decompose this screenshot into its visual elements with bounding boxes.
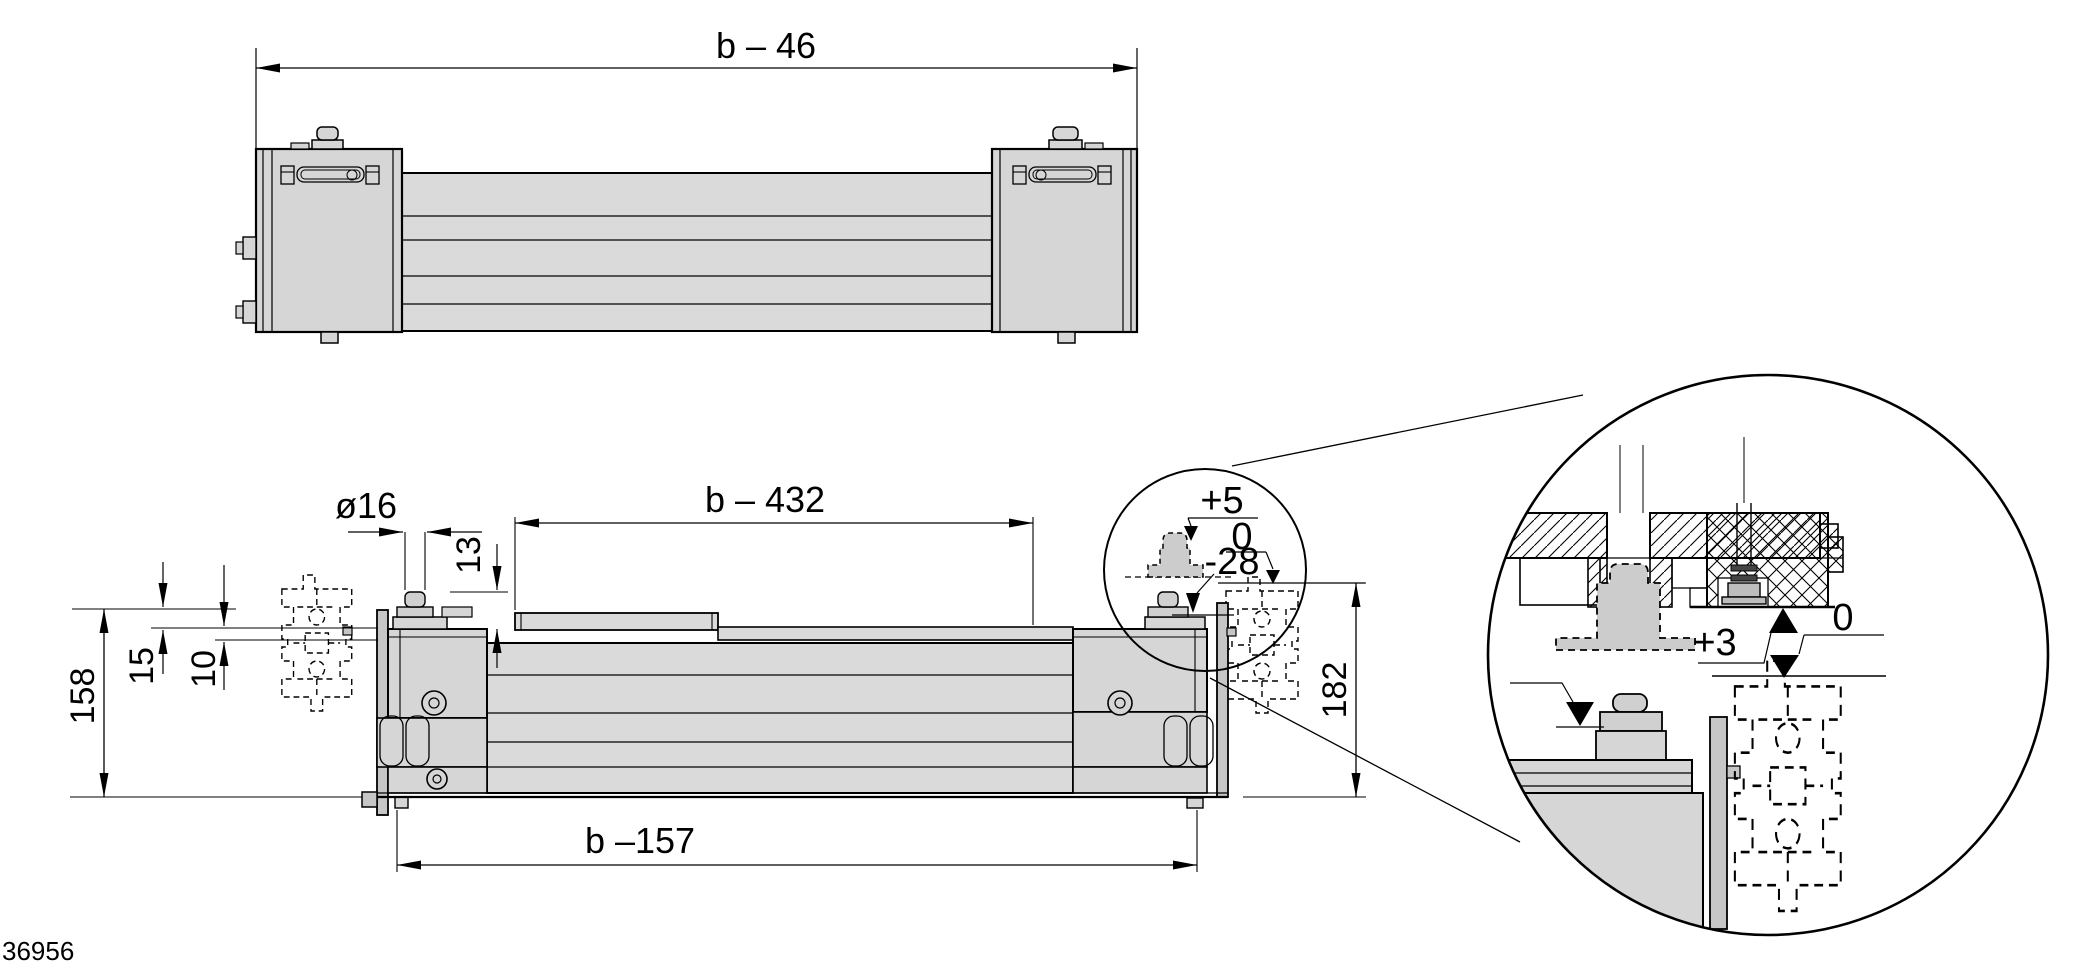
- right-plug-dome-side: [1157, 591, 1179, 608]
- figure-number: 36956: [2, 936, 74, 964]
- dim-plug-diameter: ø16: [335, 485, 482, 590]
- side-view-right-end-block: [1072, 591, 1214, 809]
- dim-base-length: b –157: [396, 810, 1198, 872]
- big-detail-circle: [1486, 373, 2050, 937]
- lower-limit-arrow: [1186, 593, 1200, 613]
- plus3-arrow: [1769, 608, 1798, 633]
- hole-centerlines: [1619, 445, 1644, 513]
- dim-travel-length-label: b – 432: [705, 479, 825, 520]
- left-sensor-slot: [296, 166, 365, 183]
- top-view-profile-body: [401, 172, 993, 332]
- detail-end-plate: [1709, 716, 1741, 930]
- upper-limit-arrow: [1184, 526, 1198, 541]
- detail-zero-annotation: 0: [1770, 597, 1884, 678]
- switch-detail-callout: +5 0 -28: [1103, 394, 1584, 843]
- magnified-detail: +3 0: [1486, 373, 2050, 937]
- detail-small-lower-label: -28: [1205, 541, 1260, 583]
- dim-top-length-label: b – 46: [716, 25, 816, 66]
- dim-offset-10-label: 10: [185, 650, 223, 688]
- side-view-right-end-plate: [1216, 602, 1237, 798]
- dim-plug-diameter-label: ø16: [335, 485, 397, 526]
- dim-mount-height-182: 182: [1220, 582, 1366, 798]
- dim-base-length-label: b –157: [585, 820, 695, 861]
- top-view-left-end-block: [235, 126, 404, 344]
- dim-offset-15-label: 15: [123, 647, 161, 685]
- left-plug-dome-side: [404, 591, 426, 608]
- detail-small-datum-label: 0: [1231, 516, 1252, 558]
- datum-arrow-small: [1266, 570, 1280, 584]
- zero-arrow: [1770, 655, 1799, 678]
- top-view: b – 46: [235, 25, 1139, 344]
- detail-large-offset-label: +3: [1693, 622, 1736, 664]
- dim-offset-15: 15: [72, 562, 378, 685]
- dim-height-158: 158: [64, 609, 362, 798]
- side-view-profile-body: [486, 642, 1074, 794]
- dim-height-158-label: 158: [64, 668, 102, 725]
- side-view-left-end-plate: [342, 609, 389, 816]
- detail-plug-datum: [1510, 682, 1604, 728]
- right-boss-screw: [1107, 690, 1133, 716]
- left-boss-screw-lower: [426, 768, 448, 790]
- right-plug-cap: [1052, 126, 1079, 141]
- detail-plus3-annotation: +3: [1693, 608, 1798, 664]
- dim-plate-offset-label: 13: [450, 536, 488, 574]
- top-view-right-end-block: [990, 126, 1139, 344]
- side-view-left-end-block: [376, 591, 488, 809]
- side-view-carriage-plate: [514, 612, 1074, 641]
- small-detail-circle: [1103, 468, 1307, 672]
- dim-top-length: b – 46: [255, 25, 1138, 148]
- callout-leader-lower: [1209, 677, 1521, 843]
- switch-cam-profile: [1147, 532, 1204, 578]
- dim-plate-offset-13: 13: [450, 536, 508, 668]
- detail-small-upper-label: +5: [1200, 480, 1243, 522]
- left-boss-screw: [421, 690, 447, 716]
- right-plug-base: [1048, 139, 1083, 150]
- left-plug-base-side: [396, 606, 434, 618]
- dim-mount-height-182-label: 182: [1316, 662, 1354, 719]
- dim-offset-10: 10: [185, 565, 229, 690]
- left-strut-profile-section: [281, 574, 353, 712]
- side-view: ø16 13 b – 432 15 10 158: [64, 479, 1366, 872]
- detail-switch-cam: [1555, 563, 1696, 651]
- dim-travel-length: b – 432: [514, 479, 1034, 625]
- callout-leader-upper: [1231, 394, 1584, 467]
- left-plug-base: [311, 139, 344, 150]
- detail-clamping-screw: [1721, 437, 1767, 605]
- left-plug-cap: [316, 126, 339, 141]
- detail-large-datum-label: 0: [1832, 597, 1853, 639]
- right-sensor-slot: [1028, 166, 1097, 183]
